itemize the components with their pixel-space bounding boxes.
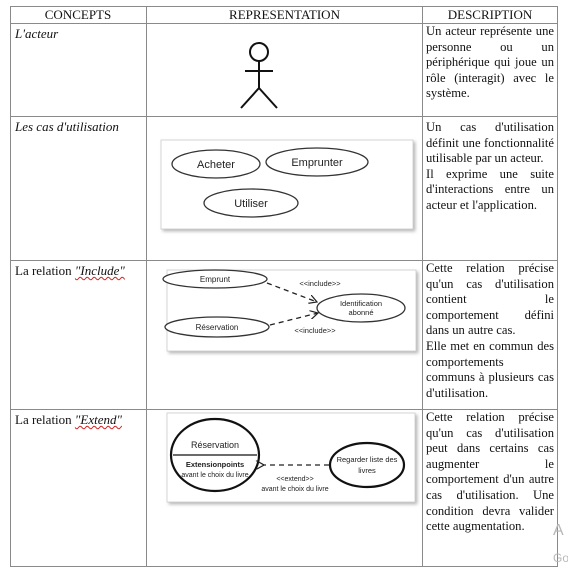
use-case-utiliser-label: Utiliser [234,198,268,210]
use-case-reservation-label: Réservation [196,323,239,332]
reservation-title: Réservation [191,440,239,450]
regarder-liste-label-line1: Regarder liste des [337,455,398,464]
concept-extend: La relation "Extend" [10,410,147,567]
description-extend: Cette relation précise qu'un cas d'utili… [423,410,558,567]
use-case-reservation [164,316,270,338]
actor-right-leg [258,87,278,109]
table-border [10,6,558,567]
concept-extend-prefix: La relation [15,412,75,427]
description-include-p1: Cette relation précise qu'un cas d'utili… [426,261,554,338]
extend-stereotype: <<extend>> [276,476,313,483]
description-cas-utilisation-p1: Un cas d'utilisation définit une fonctio… [426,120,554,166]
description-extend-text: Cette relation précise qu'un cas d'utili… [426,410,554,534]
extension-points-label: Extensionpoints [186,460,244,469]
concept-include-term: "Include" [74,263,125,278]
concept-cas-utilisation: Les cas d'utilisation [10,117,147,261]
identification-label-line1: Identification [340,299,382,308]
actor-head [249,42,269,62]
concept-extend-term: "Extend" [74,412,122,427]
include-stereotype-1: <<include>> [299,279,341,288]
description-acteur: Un acteur représente une personne ou un … [423,24,558,117]
use-case-utiliser [203,188,299,218]
use-case-regarder-liste [328,441,406,489]
include-stereotype-2: <<include>> [294,326,336,335]
extend-diagram: Réservation Extensionpoints avant le cho… [166,412,416,503]
representation-include: Emprunt Réservation Identification abonn… [147,261,423,410]
use-case-emprunt [162,269,268,289]
watermark-line2: Go [553,551,568,565]
use-case-acheter [171,149,261,179]
description-acteur-text: Un acteur représente une personne ou un … [426,24,554,101]
representation-cas-utilisation: Acheter Emprunter Utiliser [147,117,423,261]
watermark-line1: A [553,522,564,539]
extend-condition: avant le choix du livre [261,486,328,493]
use-case-emprunter [265,147,369,177]
uml-concepts-table: CONCEPTS REPRESENTATION DESCRIPTION L'ac… [10,6,558,567]
use-case-acheter-label: Acheter [197,159,235,171]
description-include-p2: Elle met en commun des comportements com… [426,338,554,400]
extension-point-detail: avant le choix du livre [181,472,248,479]
identification-label-line2: abonné [348,308,373,317]
representation-extend: Réservation Extensionpoints avant le cho… [147,410,423,567]
description-cas-utilisation: Un cas d'utilisation définit une fonctio… [423,117,558,261]
actor-stick-figure [240,42,278,109]
include-diagram: Emprunt Réservation Identification abonn… [162,269,417,352]
concept-acteur: L'acteur [10,24,147,117]
header-representation: REPRESENTATION [147,6,423,24]
use-case-diagram: Acheter Emprunter Utiliser [160,139,414,230]
concept-include-prefix: La relation [15,263,75,278]
description-include: Cette relation précise qu'un cas d'utili… [423,261,558,410]
header-concepts: CONCEPTS [10,6,147,24]
header-description: DESCRIPTION [423,6,558,24]
regarder-liste-label-line2: livres [358,466,376,475]
use-case-emprunt-label: Emprunt [200,275,231,284]
use-case-identification [316,293,406,323]
concept-include: La relation "Include" [10,261,147,410]
representation-acteur [147,24,423,117]
actor-left-leg [240,87,260,109]
description-cas-utilisation-p2: Il exprime une suite d'interactions entr… [426,166,554,212]
use-case-emprunter-label: Emprunter [291,157,343,169]
